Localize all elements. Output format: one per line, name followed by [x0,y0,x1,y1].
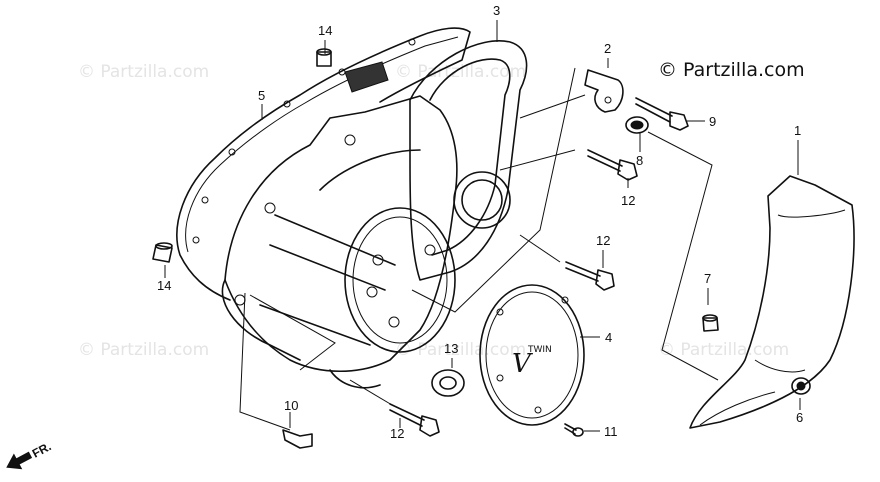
watermark: © Partzilla.com [395,340,526,360]
watermark: © Partzilla.com [78,340,209,360]
watermark: © Partzilla.com [658,340,789,360]
callout-label: 11 [604,424,618,439]
callouts: 14 3 2 5 9 8 1 12 12 14 7 4 13 10 12 11 … [157,3,803,441]
part-12-bolt-lower [389,403,440,437]
callout-label: 3 [493,3,500,18]
direction-label: FR. [30,439,54,460]
part-14-dowel-lower [152,242,173,263]
callout-label: 1 [794,123,801,138]
callout-label: 14 [157,278,171,293]
part-3-cover-frame [409,40,528,281]
part-6-nut [791,377,811,395]
callout-label: 10 [284,398,298,413]
cover-logo-suffix: TWIN [527,345,552,355]
callout-label: 5 [258,88,265,103]
cover-logo: V [512,349,533,379]
part-4-vtwin-cover: V TWIN [479,284,585,426]
callout-label: 14 [318,23,332,38]
front-direction-arrow: FR. [6,439,54,470]
part-7-bolt [702,314,719,332]
part-14-dowel-upper [316,48,332,67]
part-8-collar [625,116,649,134]
part-2-bracket [584,69,624,113]
watermarks: © Partzilla.com © Partzilla.com © Partzi… [78,62,789,360]
part-12-bolt-upper [587,149,638,181]
callout-label: 4 [605,330,612,345]
part-12-bolt-middle [565,261,615,291]
brand-label: © Partzilla.com [658,59,805,81]
callout-label: 8 [636,153,643,168]
part-10-bolt [282,429,313,449]
part-13-oil-seal [431,369,465,397]
part-9-bolt [635,97,689,131]
callout-label: 9 [709,114,716,129]
callout-label: 2 [604,41,611,56]
callout-label: 13 [444,341,458,356]
gasket-tab [344,61,389,93]
callout-label: 12 [596,233,610,248]
part-1-guard [689,175,855,429]
watermark: © Partzilla.com [78,62,209,82]
callout-label: 7 [704,271,711,286]
callout-label: 6 [796,410,803,425]
crankcase-cover [221,95,458,389]
part-11-screw [564,423,584,437]
callout-label: 12 [621,193,635,208]
callout-label: 12 [390,426,404,441]
